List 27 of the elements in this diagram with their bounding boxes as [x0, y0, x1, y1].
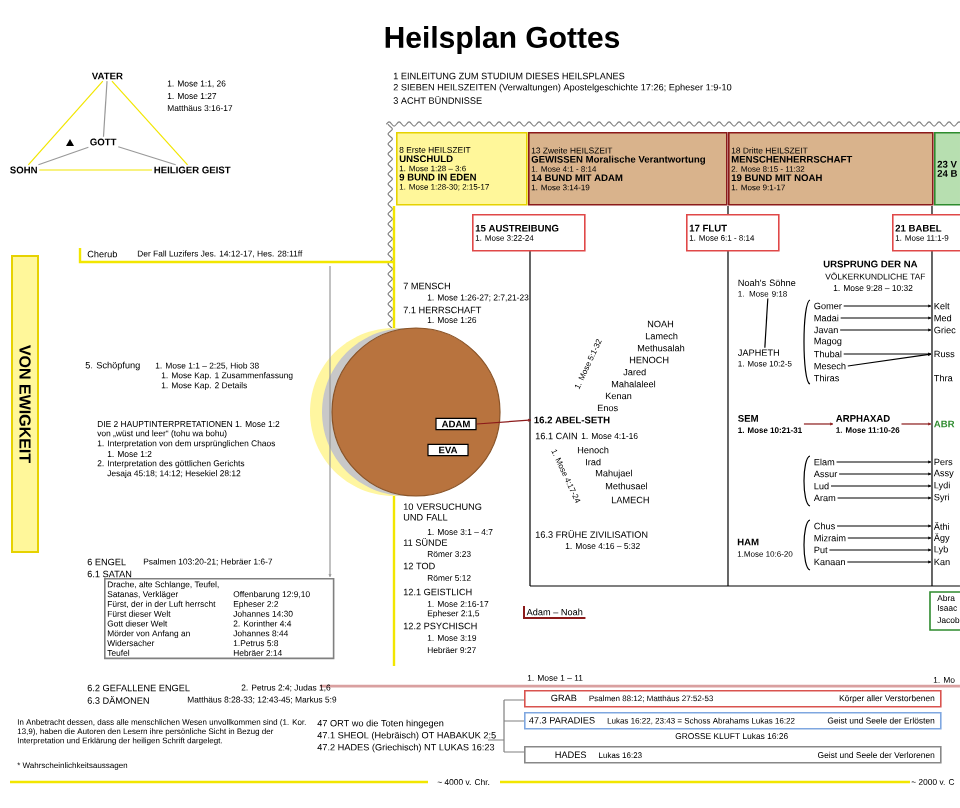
connector-line — [27, 80, 104, 166]
arrow — [803, 422, 834, 426]
arrow — [846, 560, 932, 564]
arrow — [328, 265, 332, 578]
arrow — [836, 496, 932, 500]
arrow — [900, 422, 932, 426]
connector-line — [38, 169, 153, 171]
arrow — [847, 536, 932, 540]
arrow — [476, 418, 532, 425]
arrow — [828, 548, 932, 552]
title: Heilsplan Gottes — [385, 26, 620, 54]
connector-line — [764, 297, 769, 349]
arrow — [843, 352, 932, 356]
vertical-banner: VON EWIGKEIT — [11, 255, 39, 553]
arrow — [830, 484, 932, 488]
arrow — [838, 472, 932, 476]
arrow — [840, 316, 932, 320]
connector-line — [102, 80, 108, 138]
arrow — [847, 353, 932, 367]
arrow — [835, 460, 932, 464]
arrow — [839, 328, 932, 332]
connector-line — [111, 80, 189, 166]
connector-line — [37, 146, 89, 166]
sphere — [331, 327, 501, 497]
arrow — [836, 524, 932, 528]
arrow — [843, 304, 932, 308]
connector-line — [117, 146, 177, 166]
